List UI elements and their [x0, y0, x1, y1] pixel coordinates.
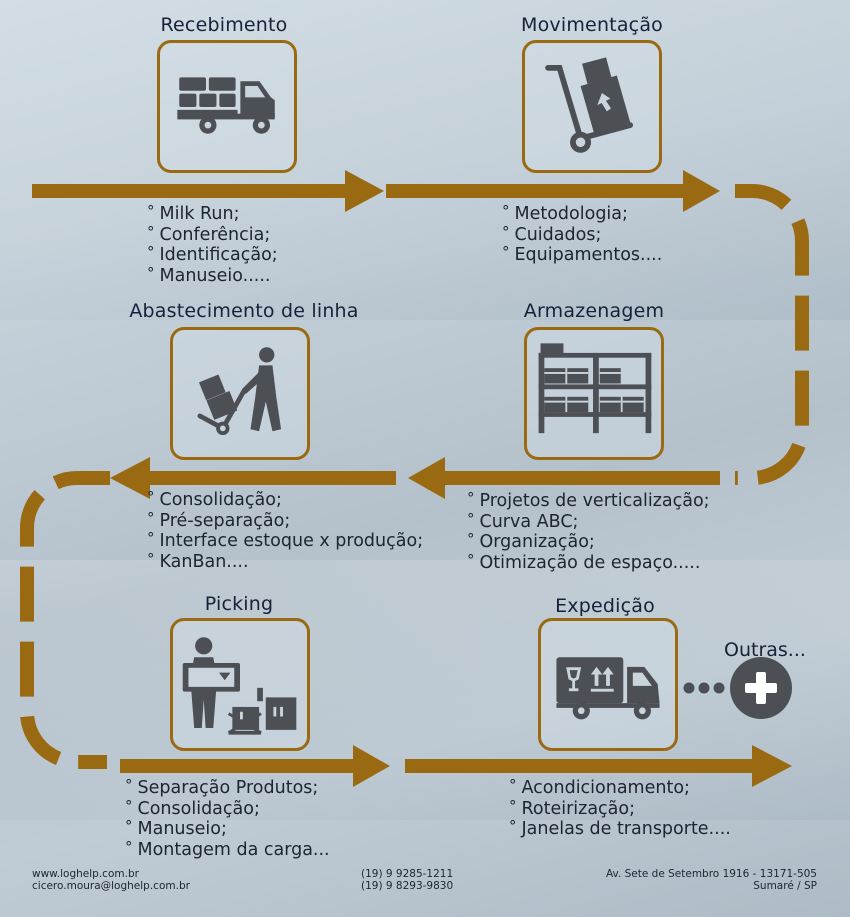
stage-box-armazenagem: [524, 327, 664, 460]
stage-box-movimentacao: [522, 40, 662, 173]
picking-icon: [182, 637, 297, 735]
outras-label: Outras...: [724, 639, 806, 661]
stage-title-recebimento: Recebimento: [160, 14, 288, 36]
truck-icon: [177, 77, 275, 134]
list-item: Cuidados;: [502, 225, 662, 246]
list-item: Acondicionamento;: [509, 778, 731, 799]
footer-address: Av. Sete de Setembro 1916 - 13171-505 Su…: [606, 868, 817, 892]
stage-items-abastecimento: Consolidação; Pré-separação; Interface e…: [147, 490, 424, 573]
arrowhead-picking: [353, 745, 390, 787]
arrowhead-armazenagem: [408, 457, 445, 499]
footer-contact-web: www.loghelp.com.br cicero.moura@loghelp.…: [32, 868, 190, 892]
arrowhead-expedicao: [752, 745, 792, 787]
stage-title-picking: Picking: [204, 593, 274, 615]
list-item: Organização;: [467, 532, 710, 553]
list-item: Pré-separação;: [147, 511, 423, 532]
flow-curve-right: [735, 184, 809, 485]
stage-box-abastecimento: [170, 327, 310, 460]
list-item: Janelas de transporte....: [509, 819, 731, 840]
list-item: Identificação;: [147, 245, 278, 266]
list-item: Metodologia;: [502, 204, 662, 225]
footer-email[interactable]: cicero.moura@loghelp.com.br: [32, 880, 190, 892]
footer-address-line-1: Av. Sete de Setembro 1916 - 13171-505: [605, 868, 817, 880]
plus-circle-icon[interactable]: [730, 657, 792, 719]
list-item: Curva ABC;: [467, 512, 710, 533]
stage-items-armazenagem: Projetos de verticalização; Curva ABC; O…: [467, 491, 710, 573]
stage-title-armazenagem: Armazenagem: [523, 300, 665, 322]
list-item: Consolidação;: [125, 799, 330, 820]
footer-phone-2: (19) 9 8293-9830: [361, 880, 454, 892]
list-item: Projetos de verticalização;: [467, 491, 710, 512]
arrowhead-movimentacao: [683, 170, 720, 212]
list-item: KanBan....: [147, 552, 423, 573]
stage-title-movimentacao: Movimentação: [521, 14, 663, 36]
list-item: Conferência;: [147, 225, 278, 246]
footer-phone-1: (19) 9 9285-1211: [361, 868, 454, 880]
stage-items-expedicao: Acondicionamento; Roteirização; Janelas …: [509, 778, 731, 840]
ellipsis-icon: [683, 682, 725, 694]
arrowhead-abastecimento: [110, 457, 150, 499]
list-item: Separação Produtos;: [125, 778, 330, 799]
list-item: Milk Run;: [147, 204, 278, 225]
background-band-1: [0, 90, 850, 320]
stage-title-abastecimento: Abastecimento de linha: [129, 300, 359, 322]
shelving-icon: [538, 343, 652, 434]
hand-truck-icon: [545, 57, 634, 153]
list-item: Interface estoque x produção;: [147, 531, 424, 552]
footer-website[interactable]: www.loghelp.com.br: [32, 868, 139, 880]
stage-items-picking: Separação Produtos; Consolidação; Manuse…: [125, 778, 330, 860]
stage-box-picking: [170, 618, 310, 751]
flow-curve-left: [20, 471, 110, 769]
footer-address-line-2: Sumaré / SP: [753, 880, 817, 892]
list-item: Manuseio.....: [147, 266, 278, 287]
list-item: Manuseio;: [125, 819, 330, 840]
stage-title-expedicao: Expedição: [555, 595, 655, 617]
list-item: Consolidação;: [147, 490, 423, 511]
stage-items-recebimento: Milk Run; Conferência; Identificação; Ma…: [147, 204, 278, 286]
delivery-truck-icon: [556, 657, 660, 720]
worker-cart-icon: [197, 347, 282, 436]
arrowhead-recebimento: [345, 170, 384, 212]
list-item: Montagem da carga...: [125, 840, 330, 861]
stage-box-recebimento: [157, 40, 297, 173]
list-item: Equipamentos....: [502, 245, 663, 266]
list-item: Roteirização;: [509, 799, 731, 820]
stage-items-movimentacao: Metodologia; Cuidados; Equipamentos....: [502, 204, 663, 266]
list-item: Otimização de espaço.....: [467, 553, 710, 574]
stage-box-expedicao: [538, 618, 678, 751]
footer-phones: (19) 9 9285-1211 (19) 9 8293-9830: [361, 868, 453, 892]
